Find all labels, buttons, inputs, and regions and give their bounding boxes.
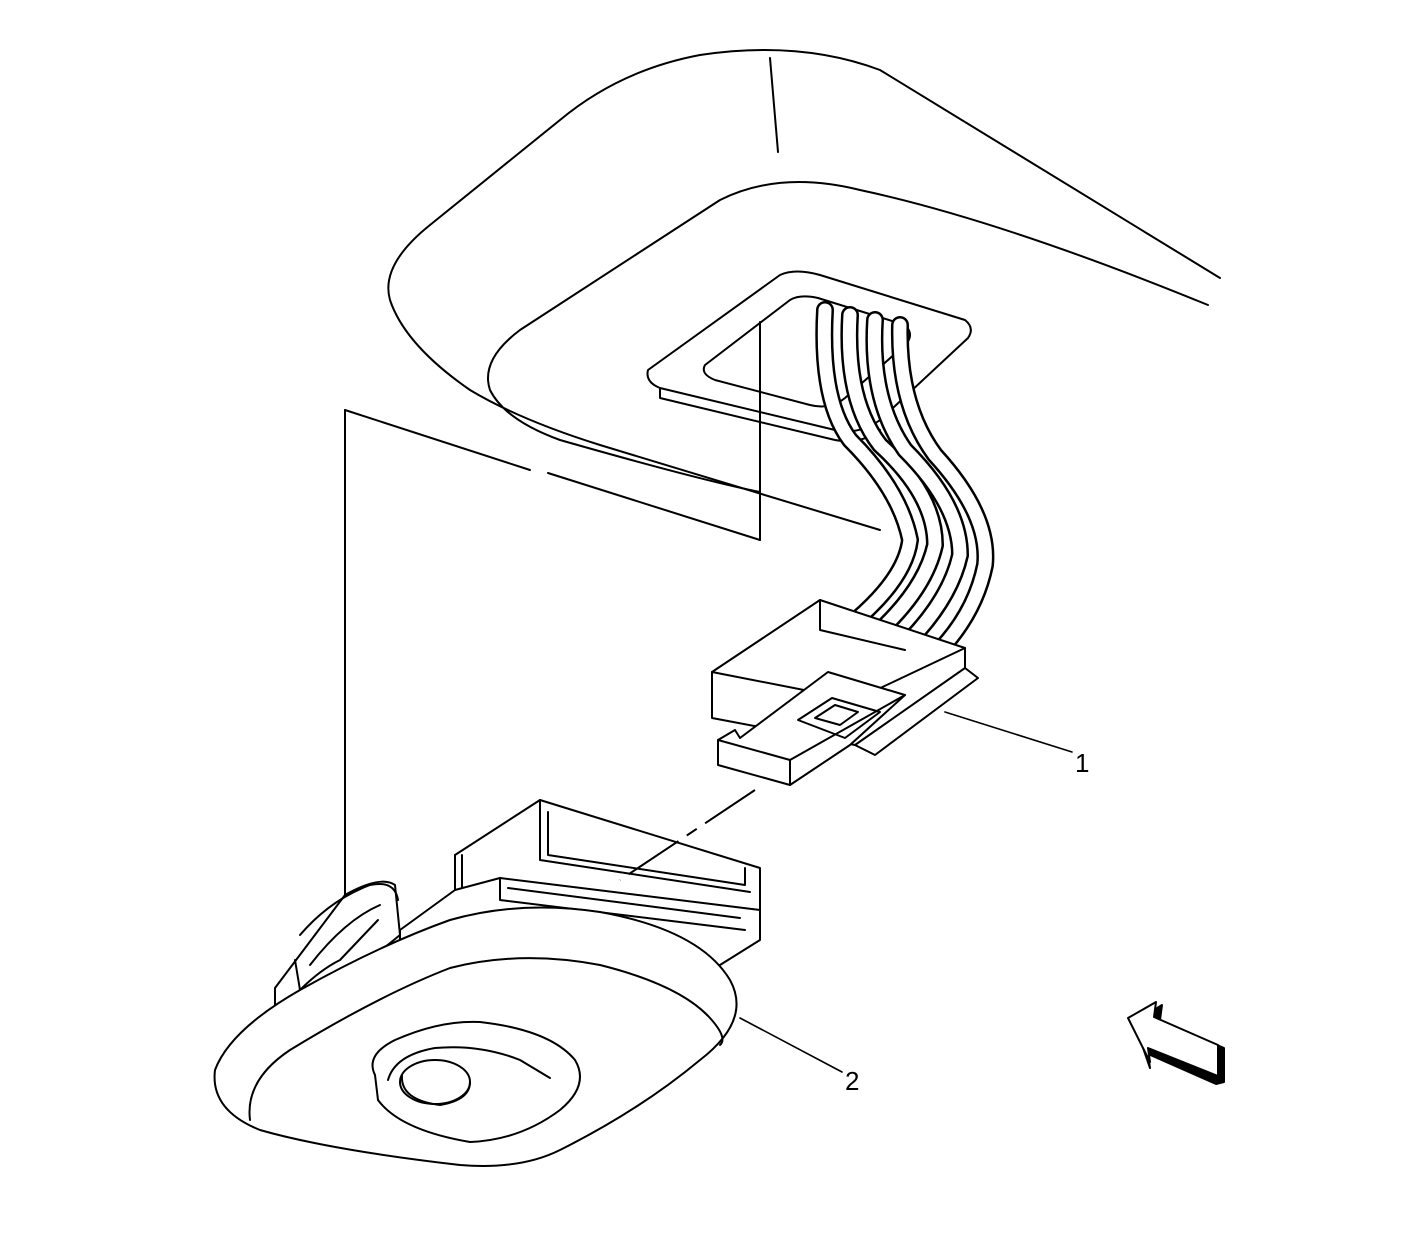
- callout-leaders: [739, 711, 1073, 1073]
- dome-lamp-assembly: [213, 799, 761, 1167]
- electrical-connector: [711, 599, 979, 786]
- alignment-lines: [344, 321, 761, 896]
- callout-label-2: 2: [845, 1066, 859, 1096]
- headliner-opening: [646, 270, 972, 443]
- callout-label-1: 1: [1075, 748, 1089, 778]
- wire-harness: [815, 301, 995, 664]
- view-arrow-icon: [1127, 1001, 1225, 1085]
- headliner-panel: [387, 49, 1221, 531]
